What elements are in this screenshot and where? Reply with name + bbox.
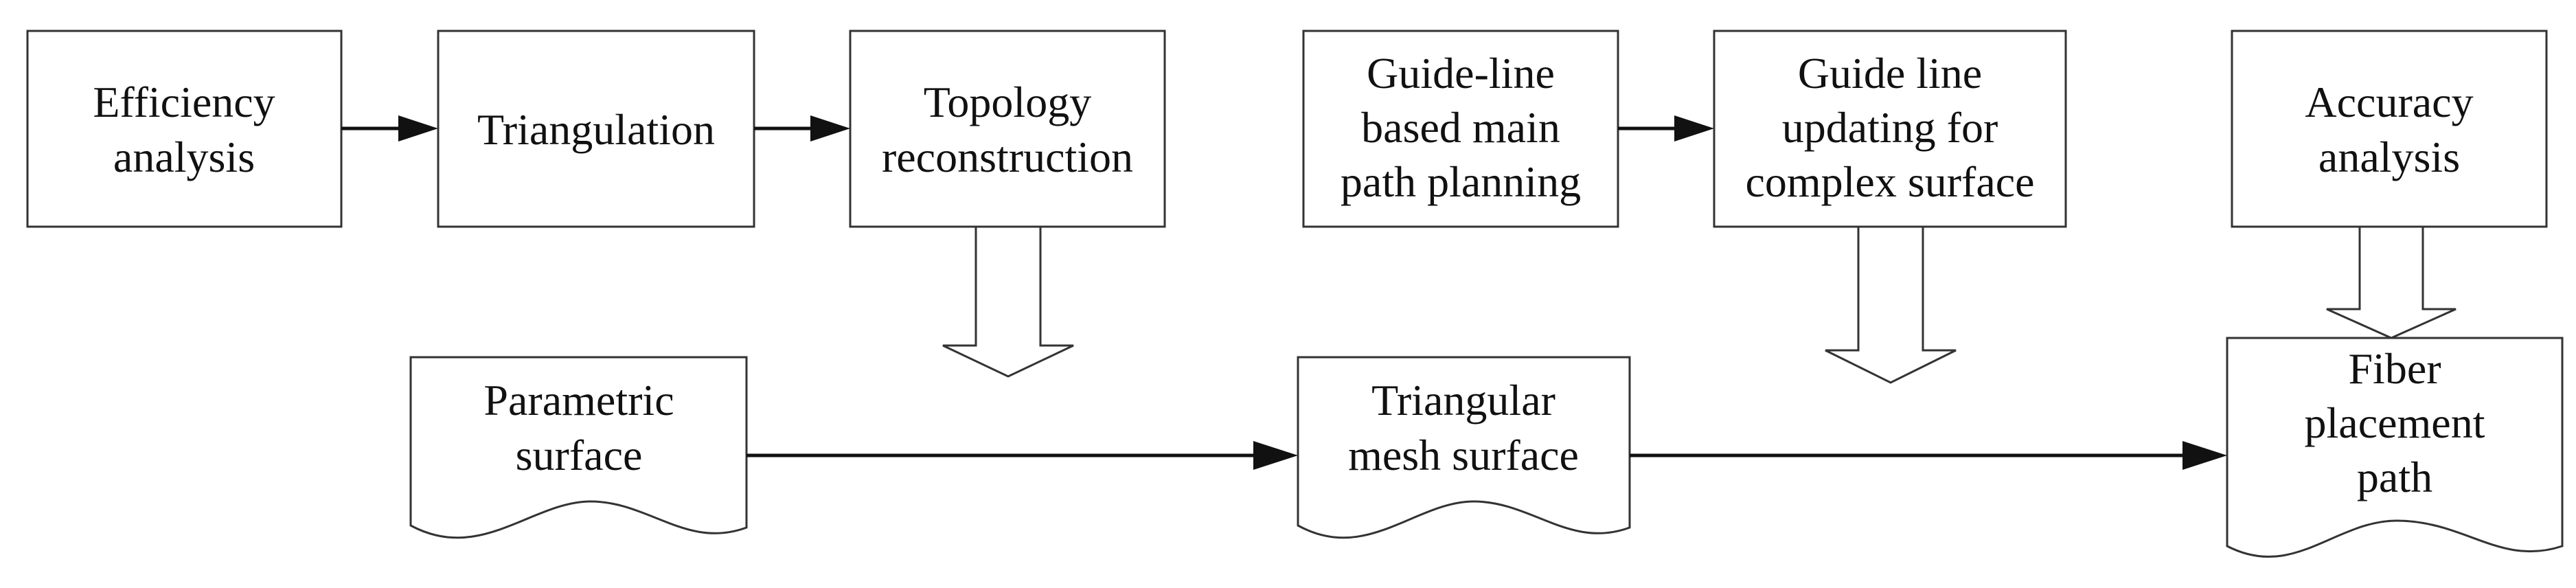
node-guide-line-updating: Guide line updating for complex surface xyxy=(1713,30,2067,228)
node-guide-update-line1: Guide line xyxy=(1798,49,1982,98)
node-guide-main-line3: path planning xyxy=(1341,157,1581,206)
hollow-arrow-guide-update-down xyxy=(1825,225,1957,384)
node-triangular-mesh-surface: Triangular mesh surface xyxy=(1297,356,1631,539)
node-guide-line-main-path: Guide-line based main path planning xyxy=(1302,30,1619,228)
hollow-arrow-topology-down xyxy=(942,225,1074,378)
arrow-parametric-to-mesh xyxy=(746,441,1298,470)
node-mesh-line1: Triangular xyxy=(1371,376,1555,425)
node-guide-main-line2: based main xyxy=(1361,103,1560,152)
node-efficiency-analysis: Efficiency analysis xyxy=(26,30,343,228)
node-triangulation: Triangulation xyxy=(437,30,755,228)
node-guide-main-line1: Guide-line xyxy=(1367,49,1555,98)
node-mesh-line2: mesh surface xyxy=(1348,431,1579,479)
node-efficiency-line2: analysis xyxy=(113,133,255,181)
node-parametric-line2: surface xyxy=(516,431,643,479)
node-fiber-placement-path: Fiber placement path xyxy=(2226,337,2564,558)
node-parametric-line1: Parametric xyxy=(483,376,674,425)
arrow-mesh-to-fiber xyxy=(1630,441,2227,470)
node-triangulation-line1: Triangulation xyxy=(477,105,715,154)
node-accuracy-line1: Accuracy xyxy=(2305,78,2473,126)
node-fiber-line2: placement xyxy=(2305,398,2485,447)
node-accuracy-analysis: Accuracy analysis xyxy=(2231,30,2548,228)
node-topology-line2: reconstruction xyxy=(882,133,1133,181)
node-fiber-line3: path xyxy=(2357,453,2432,501)
node-topology-reconstruction: Topology reconstruction xyxy=(849,30,1166,228)
arrow-efficiency-to-triangulation xyxy=(341,115,438,142)
hollow-arrow-accuracy-down xyxy=(2326,225,2457,339)
node-guide-update-line2: updating for xyxy=(1782,103,1998,152)
node-parametric-surface: Parametric surface xyxy=(409,356,748,539)
node-guide-update-line3: complex surface xyxy=(1745,157,2034,206)
node-accuracy-line2: analysis xyxy=(2318,133,2460,181)
arrow-triangulation-to-topology xyxy=(754,115,850,142)
node-fiber-line1: Fiber xyxy=(2348,344,2441,393)
node-topology-line1: Topology xyxy=(924,78,1091,126)
node-efficiency-line1: Efficiency xyxy=(93,78,275,126)
arrow-guide-main-to-guide-update xyxy=(1618,115,1714,142)
